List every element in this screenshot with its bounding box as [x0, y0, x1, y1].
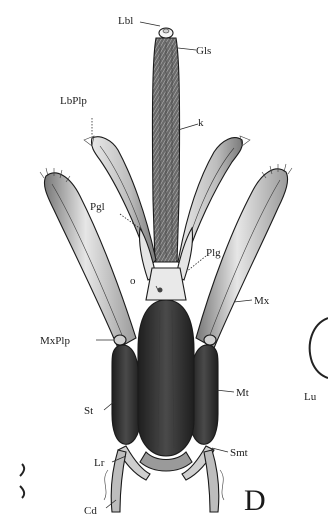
prementum-plate [146, 268, 186, 300]
glossa [152, 38, 179, 262]
label-k: k [198, 117, 204, 129]
label-pgl: Pgl [90, 201, 105, 213]
label-st: St [84, 405, 93, 417]
label-mt: Mt [236, 387, 249, 399]
figure-letter: D [244, 484, 266, 517]
label-gls: Gls [196, 45, 211, 57]
label-smt: Smt [230, 447, 248, 459]
label-lbl: Lbl [118, 15, 133, 27]
adjacent-figure-partial [310, 318, 328, 378]
label-o: o [130, 275, 136, 287]
mentum [138, 300, 194, 456]
label-lbplp: LbPlp [60, 95, 87, 107]
maxillary-palpus-left [114, 335, 126, 345]
stray-mark [20, 464, 24, 498]
labellum [159, 28, 173, 38]
label-lu-partial: Lu [304, 391, 317, 403]
label-mx: Mx [254, 295, 270, 307]
maxillary-palpus-right [204, 335, 216, 345]
label-plg: Plg [206, 247, 221, 259]
label-mxplp: MxPlp [40, 335, 70, 347]
label-cd: Cd [84, 505, 97, 517]
stipes-left [112, 345, 140, 444]
label-lr: Lr [94, 457, 105, 469]
